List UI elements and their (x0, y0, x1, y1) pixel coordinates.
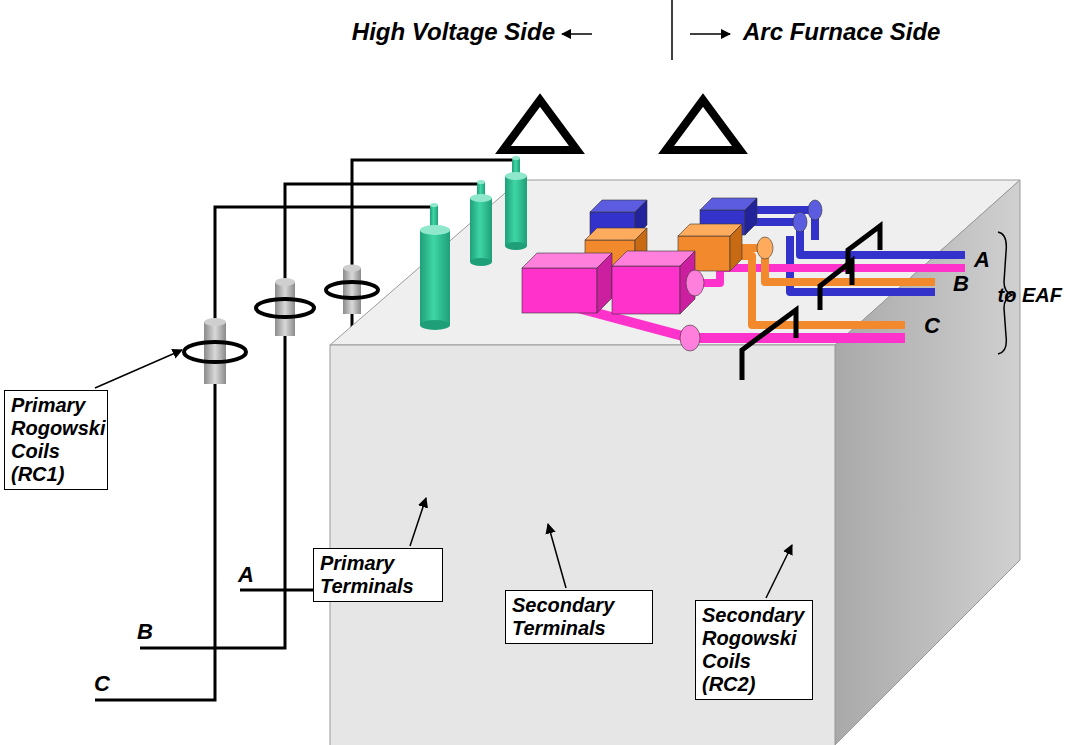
callout-text: Primary Terminals (320, 552, 436, 598)
side-label: High Voltage Side (352, 19, 555, 45)
callout-box: Secondary Terminals (505, 590, 653, 644)
bracket-label: to EAF (998, 284, 1062, 306)
transformer-tank (330, 180, 1020, 745)
phase-label: B (953, 272, 969, 296)
callout-box: Primary Terminals (313, 548, 443, 602)
callout-text: Secondary Rogowski Coils (RC2) (702, 604, 806, 696)
callout-text: Primary Rogowski Coils (RC1) (11, 394, 101, 486)
phase-label: B (137, 620, 153, 644)
callout-text: Secondary Terminals (512, 594, 646, 640)
header-marks (562, 0, 730, 60)
delta-symbol (503, 100, 740, 150)
callout-box: Primary Rogowski Coils (RC1) (4, 390, 108, 490)
phase-label: A (238, 563, 254, 587)
primary-rogowski-coil (184, 265, 378, 385)
phase-label: A (974, 248, 990, 272)
secondary-terminal (522, 198, 822, 351)
side-label: Arc Furnace Side (743, 19, 940, 45)
primary-terminal (420, 156, 527, 330)
secondary-rogowski-coil (742, 226, 880, 380)
secondary-bus-bar (548, 210, 965, 338)
leader-arrow (95, 350, 792, 598)
phase-label: C (94, 672, 110, 696)
callout-box: Secondary Rogowski Coils (RC2) (695, 600, 813, 700)
phase-label: C (924, 314, 940, 338)
